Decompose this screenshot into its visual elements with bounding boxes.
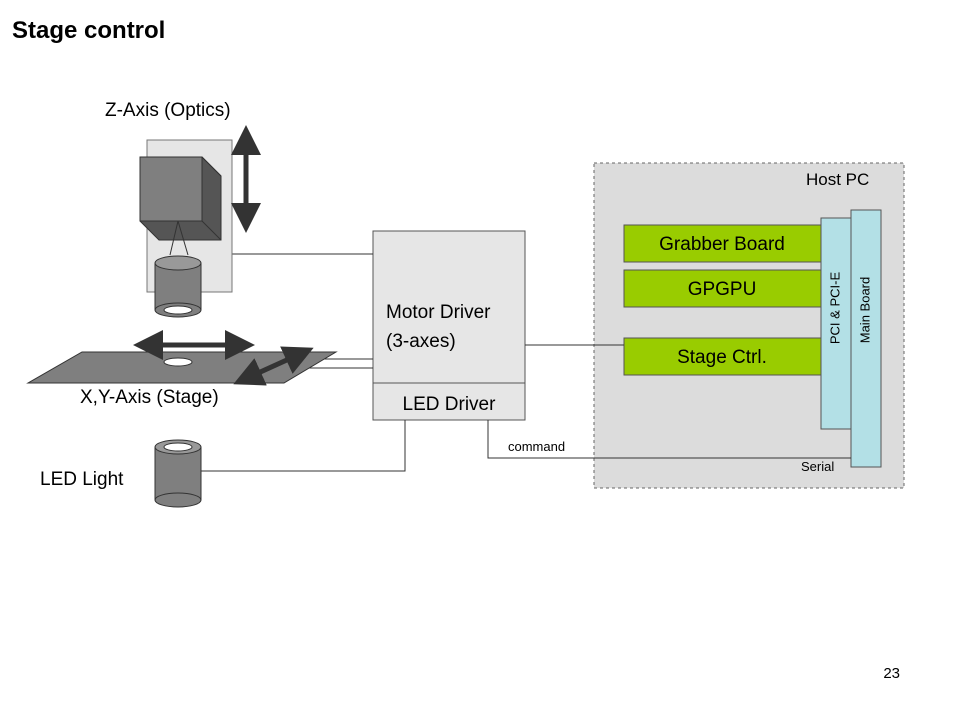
stage-ctrl-label: Stage Ctrl. xyxy=(677,347,767,368)
led-light-cylinder xyxy=(154,439,202,508)
motor-driver-label-line2: (3-axes) xyxy=(386,331,456,352)
serial-command-cable xyxy=(487,420,851,459)
optics-beam-left xyxy=(169,220,179,256)
led-light-cable xyxy=(201,420,406,472)
stage-aperture xyxy=(163,357,193,367)
host-pc-label: Host PC xyxy=(806,170,869,189)
led-light-label: LED Light xyxy=(40,469,124,490)
motor-driver-label-line1: Motor Driver xyxy=(386,302,491,323)
main-board-label: Main Board xyxy=(857,277,872,343)
optics-beam-right xyxy=(177,220,189,256)
pci-bus-label: PCI & PCI-E xyxy=(827,272,842,345)
slide-title: Stage control xyxy=(12,17,165,44)
grabber-board xyxy=(623,224,822,263)
main-board xyxy=(850,209,882,468)
grabber-board-label: Grabber Board xyxy=(659,234,785,255)
objective-lens xyxy=(154,255,202,318)
led-driver-label: LED Driver xyxy=(403,394,497,415)
gpgpu-label: GPGPU xyxy=(688,279,757,300)
motor-driver-box xyxy=(372,230,526,421)
y-axis-arrow xyxy=(233,346,314,386)
z-axis-label: Z-Axis (Optics) xyxy=(105,100,231,121)
command-label: command xyxy=(508,439,565,454)
camera-cube xyxy=(139,156,222,241)
serial-label: Serial xyxy=(801,459,834,474)
gpgpu-board xyxy=(623,269,822,308)
page-number: 23 xyxy=(883,665,900,682)
pci-bus xyxy=(820,217,852,430)
stage-ctrl-board xyxy=(623,337,822,376)
xy-axis-label: X,Y-Axis (Stage) xyxy=(80,387,219,408)
